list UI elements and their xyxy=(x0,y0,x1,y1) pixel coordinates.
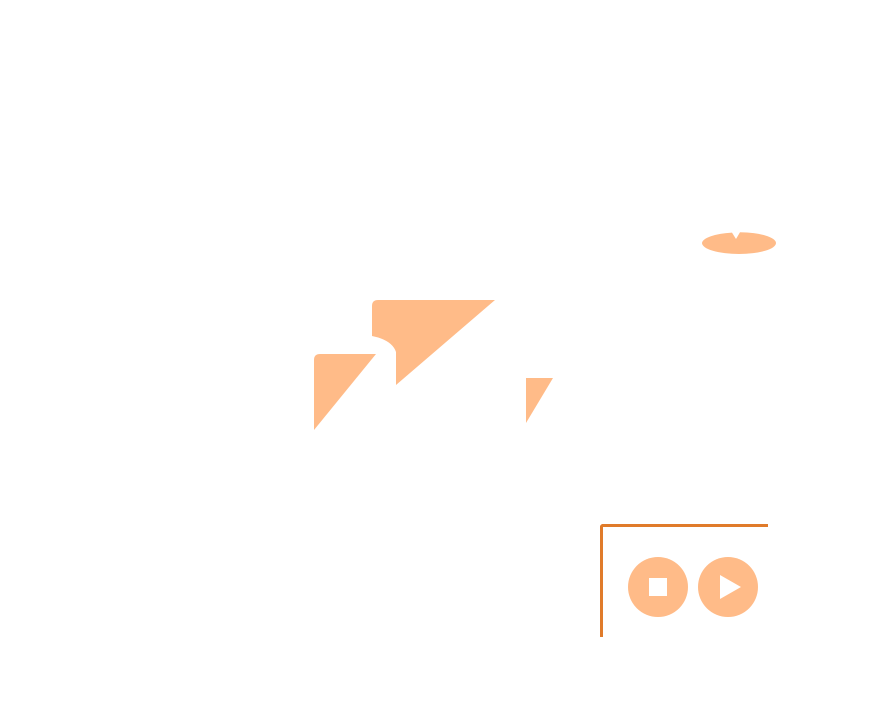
stop-button[interactable] xyxy=(628,557,688,617)
play-button[interactable] xyxy=(698,557,758,617)
small-block-shape xyxy=(526,378,553,423)
play-icon xyxy=(720,575,741,599)
left-block-shape xyxy=(314,354,376,430)
stop-icon xyxy=(649,578,667,596)
playback-control-panel xyxy=(600,524,768,637)
upper-block-shape xyxy=(372,300,495,385)
floating-ellipse-shape xyxy=(702,232,776,254)
